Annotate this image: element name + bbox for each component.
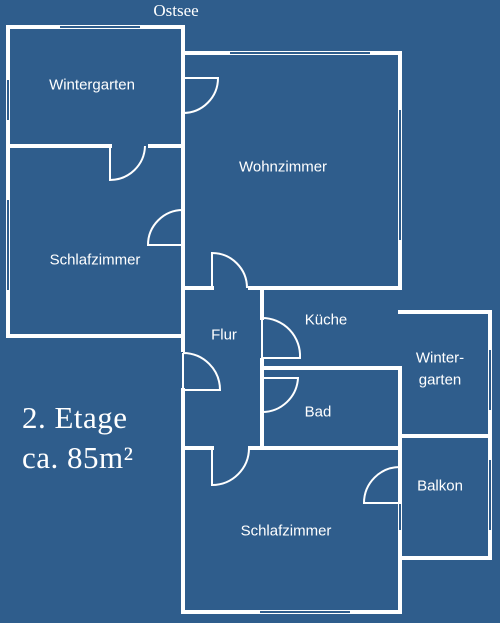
room-label-wohnzimmer: Wohnzimmer	[238, 158, 328, 176]
room-label-wintergarten: Wintergarten	[49, 76, 135, 94]
room-label-balkon: Balkon	[417, 477, 463, 495]
room-label-flur: Flur	[211, 326, 237, 344]
room-label-wintergarten-right-2: garten	[418, 371, 462, 389]
walls-left-block	[6, 25, 185, 338]
floor-level: 2. Etage	[22, 400, 128, 435]
room-label-schlafzimmer-bottom: Schlafzimmer	[240, 522, 332, 540]
room-label-wintergarten-right-1: Winter-	[415, 349, 465, 367]
room-label-schlafzimmer: Schlafzimmer	[49, 251, 141, 269]
windows	[7, 26, 491, 613]
walls-right-wing	[398, 310, 492, 560]
compass-label: Ostsee	[153, 1, 199, 20]
room-label-kueche: Küche	[304, 311, 348, 329]
floor-info: 2. Etage ca. 85m²	[22, 398, 133, 478]
doors	[109, 77, 401, 504]
room-label-bad: Bad	[304, 403, 332, 421]
floor-area: ca. 85m²	[22, 440, 134, 475]
